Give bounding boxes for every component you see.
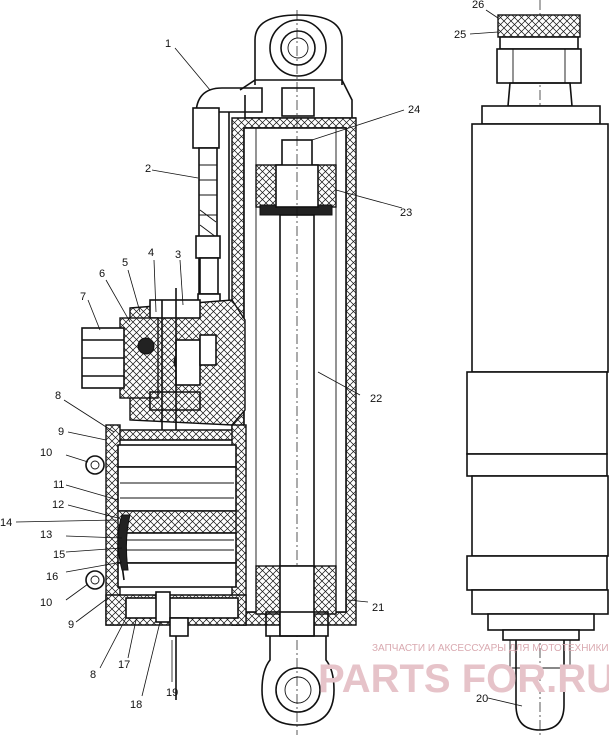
callout-10: 10 xyxy=(40,447,52,459)
callout-20: 20 xyxy=(476,693,488,705)
callout-7: 7 xyxy=(80,291,86,303)
callout-1: 1 xyxy=(165,38,171,50)
callout-18: 18 xyxy=(130,699,142,711)
bottom-eye-mount xyxy=(261,636,335,726)
callout-10b: 10 xyxy=(40,597,52,609)
reservoir-hose xyxy=(192,87,263,315)
callout-23: 23 xyxy=(400,207,412,219)
external-view xyxy=(466,0,609,735)
callout-26: 26 xyxy=(472,0,484,11)
callout-8: 8 xyxy=(55,390,61,402)
callout-4: 4 xyxy=(148,247,154,259)
callout-8b: 8 xyxy=(90,669,96,681)
callout-22: 22 xyxy=(370,393,382,405)
top-eye-mount xyxy=(239,14,356,120)
watermark: ЗАПЧАСТИ И АКСЕССУАРЫ ДЛЯ МОТОТЕХНИКИ PA… xyxy=(318,643,609,701)
callout-15: 15 xyxy=(53,549,65,561)
callout-2: 2 xyxy=(145,163,151,175)
callout-19: 19 xyxy=(166,687,178,699)
callout-14: 14 xyxy=(0,517,12,529)
callout-13: 13 xyxy=(40,529,52,541)
callout-24: 24 xyxy=(408,104,420,116)
callout-5: 5 xyxy=(122,257,128,269)
callout-6: 6 xyxy=(99,268,105,280)
callout-21: 21 xyxy=(372,602,384,614)
callout-16: 16 xyxy=(46,571,58,583)
callout-17: 17 xyxy=(118,659,130,671)
callout-25: 25 xyxy=(454,29,466,41)
callout-9b: 9 xyxy=(68,619,74,631)
watermark-brand: PARTS FOR.RU xyxy=(318,657,609,701)
reservoir-cylinder xyxy=(85,424,247,637)
sectional-view xyxy=(15,9,523,735)
callout-9: 9 xyxy=(58,426,64,438)
callout-11: 11 xyxy=(53,479,64,491)
callout-labels: 1 2 3 4 5 6 7 8 9 10 11 12 14 13 15 16 1… xyxy=(0,0,488,711)
watermark-tagline: ЗАПЧАСТИ И АКСЕССУАРЫ ДЛЯ МОТОТЕХНИКИ xyxy=(372,643,609,654)
callout-3: 3 xyxy=(175,249,181,261)
main-cylinder xyxy=(231,10,357,735)
adjuster-housing xyxy=(81,288,246,700)
callout-12: 12 xyxy=(52,499,64,511)
